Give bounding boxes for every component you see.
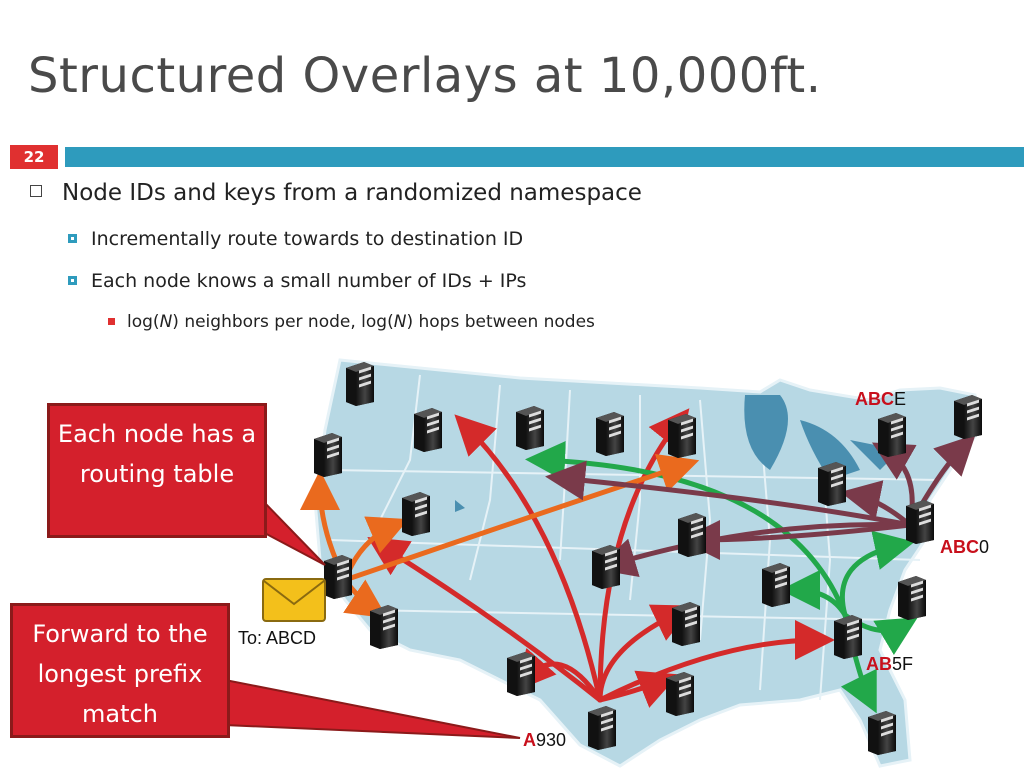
envelope-icon (262, 578, 326, 622)
server-icon (402, 492, 430, 536)
red-square-bullet-icon (108, 318, 115, 325)
callout-longest-prefix: Forward to the longest prefix match (10, 603, 230, 738)
server-icon (672, 602, 700, 646)
server-icon (868, 711, 896, 755)
server-icon (898, 576, 926, 620)
server-icon (314, 433, 342, 477)
slide-title: Structured Overlays at 10,000ft. (28, 48, 822, 104)
server-icon (678, 513, 706, 557)
bullet-level3: log(N) neighbors per node, log(N) hops b… (108, 312, 595, 332)
great-lakes (744, 395, 788, 470)
label-suffix: E (894, 389, 907, 409)
label-prefix: AB (866, 654, 892, 674)
bullet-text-italic: N (159, 312, 173, 332)
server-icon (762, 563, 790, 607)
server-icon (954, 395, 982, 439)
hollow-square-bullet-icon (30, 185, 42, 197)
bullet-text-part: ) hops between nodes (406, 312, 595, 332)
server-icon (414, 408, 442, 452)
bullet-text-part: ) neighbors per node, log( (172, 312, 394, 332)
server-icon (324, 555, 352, 599)
callout-text: Each node has a routing table (57, 420, 257, 488)
label-suffix: 0 (979, 537, 990, 557)
server-icon (834, 615, 862, 659)
bullet-text: Each node knows a small number of IDs + … (91, 270, 527, 292)
accent-bar (65, 147, 1024, 167)
us-map-shape (313, 358, 982, 768)
server-icon (818, 462, 846, 506)
bullet-text-italic: N (393, 312, 407, 332)
label-suffix: 930 (536, 730, 567, 750)
server-icon (666, 672, 694, 716)
message-destination: To: ABCD (238, 628, 317, 648)
label-prefix: ABC (940, 537, 979, 557)
bullet-text-part: log( (127, 312, 160, 332)
callout-routing-table: Each node has a routing table (47, 403, 267, 538)
bullet-level1: Node IDs and keys from a randomized name… (30, 180, 642, 206)
server-icon (507, 652, 535, 696)
server-icon (370, 605, 398, 649)
server-icon (516, 406, 544, 450)
server-icon (588, 706, 616, 750)
server-icon (346, 362, 374, 406)
label-prefix: A (523, 730, 536, 750)
red-routes (367, 408, 835, 708)
bullet-text: Incrementally route towards to destinati… (91, 228, 524, 250)
label-prefix: ABC (855, 389, 894, 409)
callout-text: Forward to the longest prefix match (32, 620, 208, 728)
bullet-level2-a: Incrementally route towards to destinati… (68, 228, 523, 250)
server-icon (668, 414, 696, 458)
slide-number: 22 (10, 145, 58, 169)
bullet-text: Node IDs and keys from a randomized name… (62, 180, 642, 206)
server-icon (596, 412, 624, 456)
node-label-abc0: ABC0 (940, 537, 989, 558)
node-label-a930: A930 (523, 730, 566, 751)
square-bullet-icon (68, 276, 77, 285)
server-icon (592, 545, 620, 589)
square-bullet-icon (68, 234, 77, 243)
node-label-abce: ABCE (855, 389, 906, 410)
node-label-ab5f: AB5F (866, 654, 913, 675)
server-icon (878, 413, 906, 457)
label-suffix: 5F (892, 654, 914, 674)
server-icon (906, 500, 934, 544)
bullet-level2-b: Each node knows a small number of IDs + … (68, 270, 526, 292)
